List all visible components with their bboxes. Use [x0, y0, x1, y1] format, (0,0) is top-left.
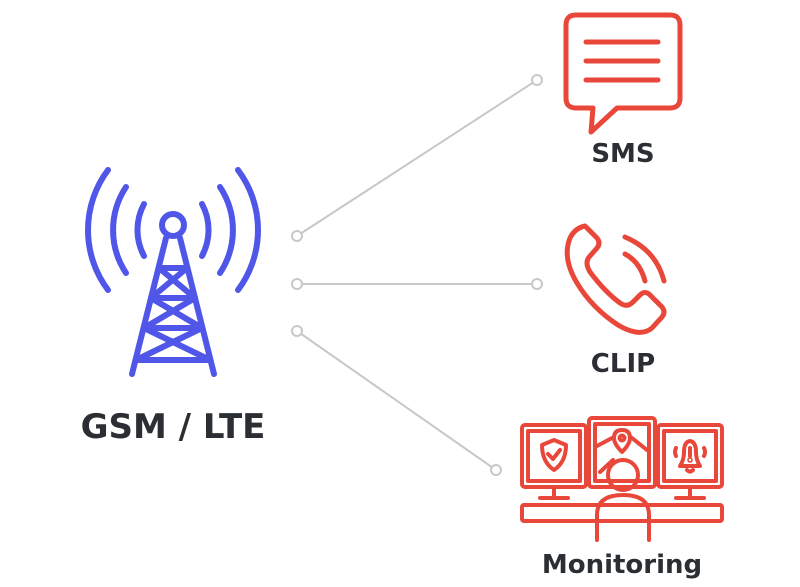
connector-start-dot-clip	[291, 278, 303, 290]
cell-tower-icon	[85, 167, 261, 377]
message-bubble-icon	[563, 12, 683, 135]
target-label-monitoring: Monitoring	[542, 550, 702, 580]
connector-end-dot-sms	[531, 74, 543, 86]
connector-start-dot-sms	[291, 230, 303, 242]
connectors	[291, 74, 543, 476]
target-label-sms: SMS	[591, 139, 654, 169]
connector-end-dot-monitoring	[490, 464, 502, 476]
connector-end-dot-clip	[531, 278, 543, 290]
connector-sms	[296, 79, 538, 237]
connector-start-dot-monitoring	[291, 325, 303, 337]
phone-call-icon	[564, 223, 667, 335]
monitoring-operator-icon	[520, 416, 724, 542]
source-label: GSM / LTE	[81, 407, 266, 447]
connector-monitoring	[296, 330, 497, 471]
target-label-clip: CLIP	[591, 349, 655, 379]
